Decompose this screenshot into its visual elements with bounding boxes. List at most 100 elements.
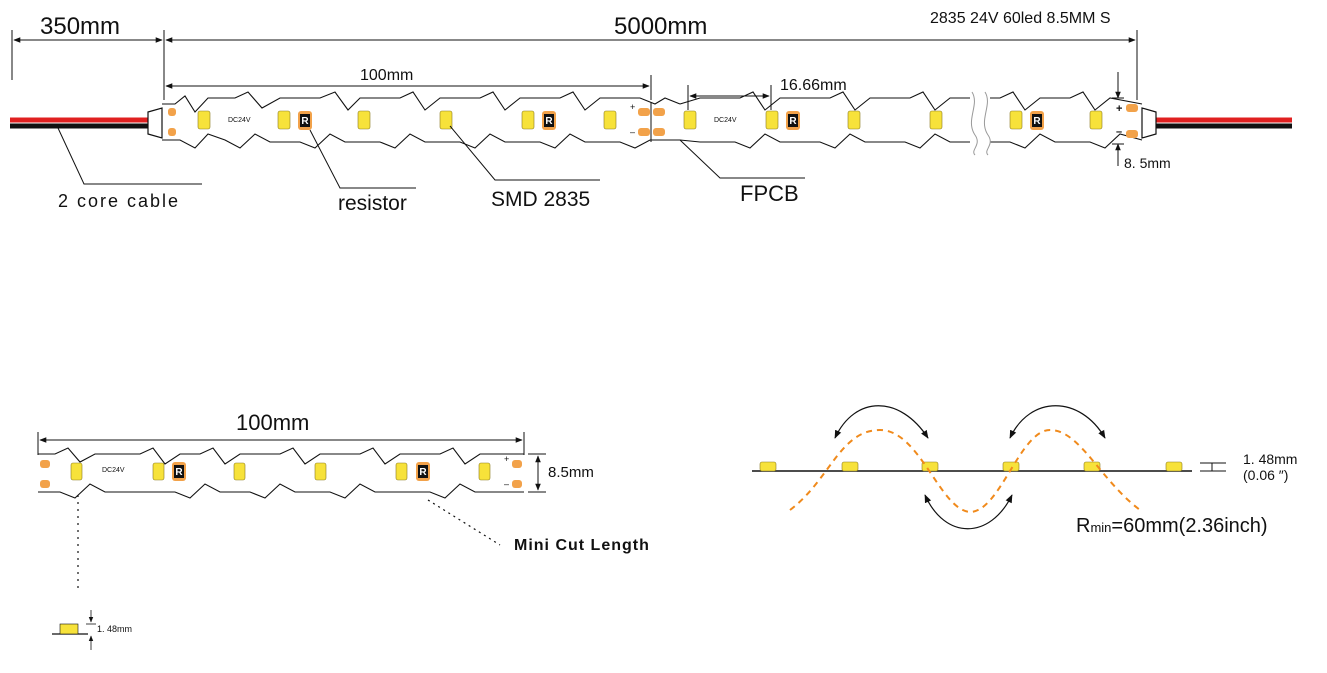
led-chip <box>357 110 371 130</box>
led-chip <box>395 462 408 481</box>
right-end-cap <box>1141 107 1157 139</box>
led-chip <box>478 462 491 481</box>
solder-pad <box>653 128 665 136</box>
leader-fpcb <box>679 139 805 179</box>
bend-height-inch: (0.06 ″) <box>1243 467 1289 483</box>
strip-outline-b-bottom <box>679 133 970 149</box>
led-chip <box>197 110 211 130</box>
bend-arrow-upper-left <box>834 405 929 439</box>
led-chip <box>759 461 777 472</box>
led-chip <box>314 462 327 481</box>
cable-label: 2 core cable <box>58 191 181 211</box>
bend-height-label: 1. 48mm <box>1243 451 1298 467</box>
rmin-prefix: R <box>1076 515 1091 537</box>
small-led <box>59 623 79 635</box>
dim-5000-label: 5000mm <box>614 13 708 40</box>
strip-outline-a-bottom <box>162 133 680 149</box>
seg-pad <box>40 480 50 488</box>
seg-pad <box>40 460 50 468</box>
solder-pad <box>638 128 650 136</box>
bend-arrow-lower <box>924 494 1013 530</box>
led-chip <box>847 110 861 130</box>
rmin-sub: min <box>1090 520 1112 535</box>
resistor-chip: R <box>542 111 556 130</box>
led-chip <box>521 110 535 130</box>
fpcb-label: FPCB <box>740 181 799 206</box>
led-chip <box>152 462 165 481</box>
left-cable <box>10 117 150 129</box>
dim-100-label: 100mm <box>360 67 414 84</box>
svg-text:R: R <box>545 116 553 127</box>
solder-pad <box>1126 130 1138 138</box>
led-chip <box>277 110 291 130</box>
resistor-chip: R <box>786 111 800 130</box>
seg-pad <box>512 460 522 468</box>
plus-marking: + <box>1116 103 1123 115</box>
strip-outline-c-bottom <box>990 133 1143 149</box>
led-chip <box>233 462 246 481</box>
led-chip <box>841 461 859 472</box>
plus-marking: + <box>630 102 636 112</box>
resistor-label: resistor <box>338 192 407 215</box>
resistor-chip: R <box>172 462 186 481</box>
break-mark-2 <box>983 91 991 156</box>
leader-cable <box>57 127 202 185</box>
svg-text:R: R <box>175 467 183 478</box>
seg-width-label: 8.5mm <box>548 464 594 481</box>
break-mark <box>970 91 978 156</box>
dc-marking: DC24V <box>714 117 737 124</box>
bend-arrow-upper-right <box>1009 405 1106 439</box>
solder-pad <box>1126 104 1138 112</box>
seg-minus: – <box>504 479 510 489</box>
seg-plus: + <box>504 454 510 464</box>
resistor-chip: R <box>416 462 430 481</box>
bend-wave <box>789 428 1141 514</box>
right-cable <box>1150 117 1292 129</box>
main-strip-leds <box>197 110 1103 130</box>
led-chip <box>765 110 779 130</box>
left-end-cap <box>147 107 163 139</box>
mini-cut-label: Mini Cut Length <box>514 537 650 554</box>
svg-text:R: R <box>301 116 309 127</box>
svg-text:R: R <box>789 116 797 127</box>
seg-pad <box>512 480 522 488</box>
dim-width-label: 8. 5mm <box>1124 155 1171 171</box>
dim-1666-label: 16.66mm <box>780 77 847 94</box>
solder-pad <box>168 108 176 116</box>
seg-dc-marking: DC24V <box>102 467 125 474</box>
resistor-chip: R <box>1030 111 1044 130</box>
led-chip <box>1009 110 1023 130</box>
product-code: 2835 24V 60led 8.5MM S <box>930 10 1111 27</box>
seg-outline-top <box>38 447 524 465</box>
mini-cut-leader <box>427 499 501 546</box>
dim-350-label: 350mm <box>40 13 121 40</box>
solder-pad <box>638 108 650 116</box>
led-chip <box>683 110 697 130</box>
rmin-label: Rmin=60mm(2.36inch) <box>1076 516 1268 536</box>
dc-marking: DC24V <box>228 117 251 124</box>
led-chip <box>1165 461 1183 472</box>
strip-outline-c <box>990 91 1143 111</box>
leader-resistor <box>309 129 416 189</box>
svg-text:R: R <box>1033 116 1041 127</box>
seg-outline-bottom <box>38 483 524 499</box>
strip-outline-a <box>162 91 681 113</box>
minus-marking: – <box>1116 126 1123 138</box>
led-chip <box>1089 110 1103 130</box>
small-led-height: 1. 48mm <box>97 624 133 634</box>
rmin-value: =60mm(2.36inch) <box>1111 515 1268 537</box>
svg-text:R: R <box>419 467 427 478</box>
minus-marking: – <box>630 127 636 137</box>
led-chip <box>1083 461 1101 472</box>
resistor-chip: R <box>298 111 312 130</box>
led-chip <box>603 110 617 130</box>
led-chip <box>70 462 83 481</box>
solder-pad <box>653 108 665 116</box>
strip-outline-b <box>679 91 970 111</box>
seg-length-label: 100mm <box>236 410 310 435</box>
bend-leds <box>759 461 1183 472</box>
led-chip <box>439 110 453 130</box>
